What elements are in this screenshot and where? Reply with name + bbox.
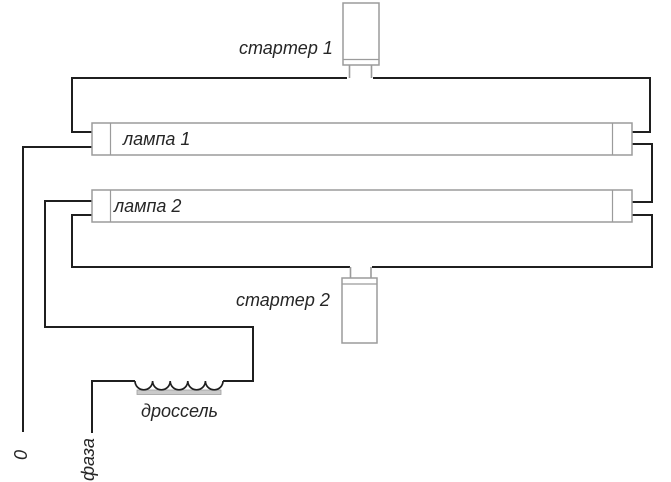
lamp1-tube [91,122,633,156]
phase-terminal-label: фаза [78,438,98,481]
starter1-legs [348,65,373,78]
neutral-wire [22,146,92,432]
starter1-loop-wire [71,77,651,133]
phase-wire-lower [91,380,135,433]
lamps-series-wire [632,143,653,203]
phase-wire-upper [44,200,254,382]
neutral-terminal-label: 0 [11,450,31,460]
starter2-body [341,277,378,344]
choke-coil [134,380,224,391]
choke-core-bar [136,389,222,395]
lamp2-label: лампа 2 [113,196,181,216]
lamp2-tube [91,189,633,223]
starter1-body [342,2,380,66]
starter2-legs [349,267,372,278]
starter2-loop-wire [71,214,653,268]
lamp1-label: лампа 1 [122,129,190,149]
starter2-label: стартер 2 [236,290,330,310]
choke-label: дроссель [141,401,218,421]
starter1-label: стартер 1 [239,38,333,58]
